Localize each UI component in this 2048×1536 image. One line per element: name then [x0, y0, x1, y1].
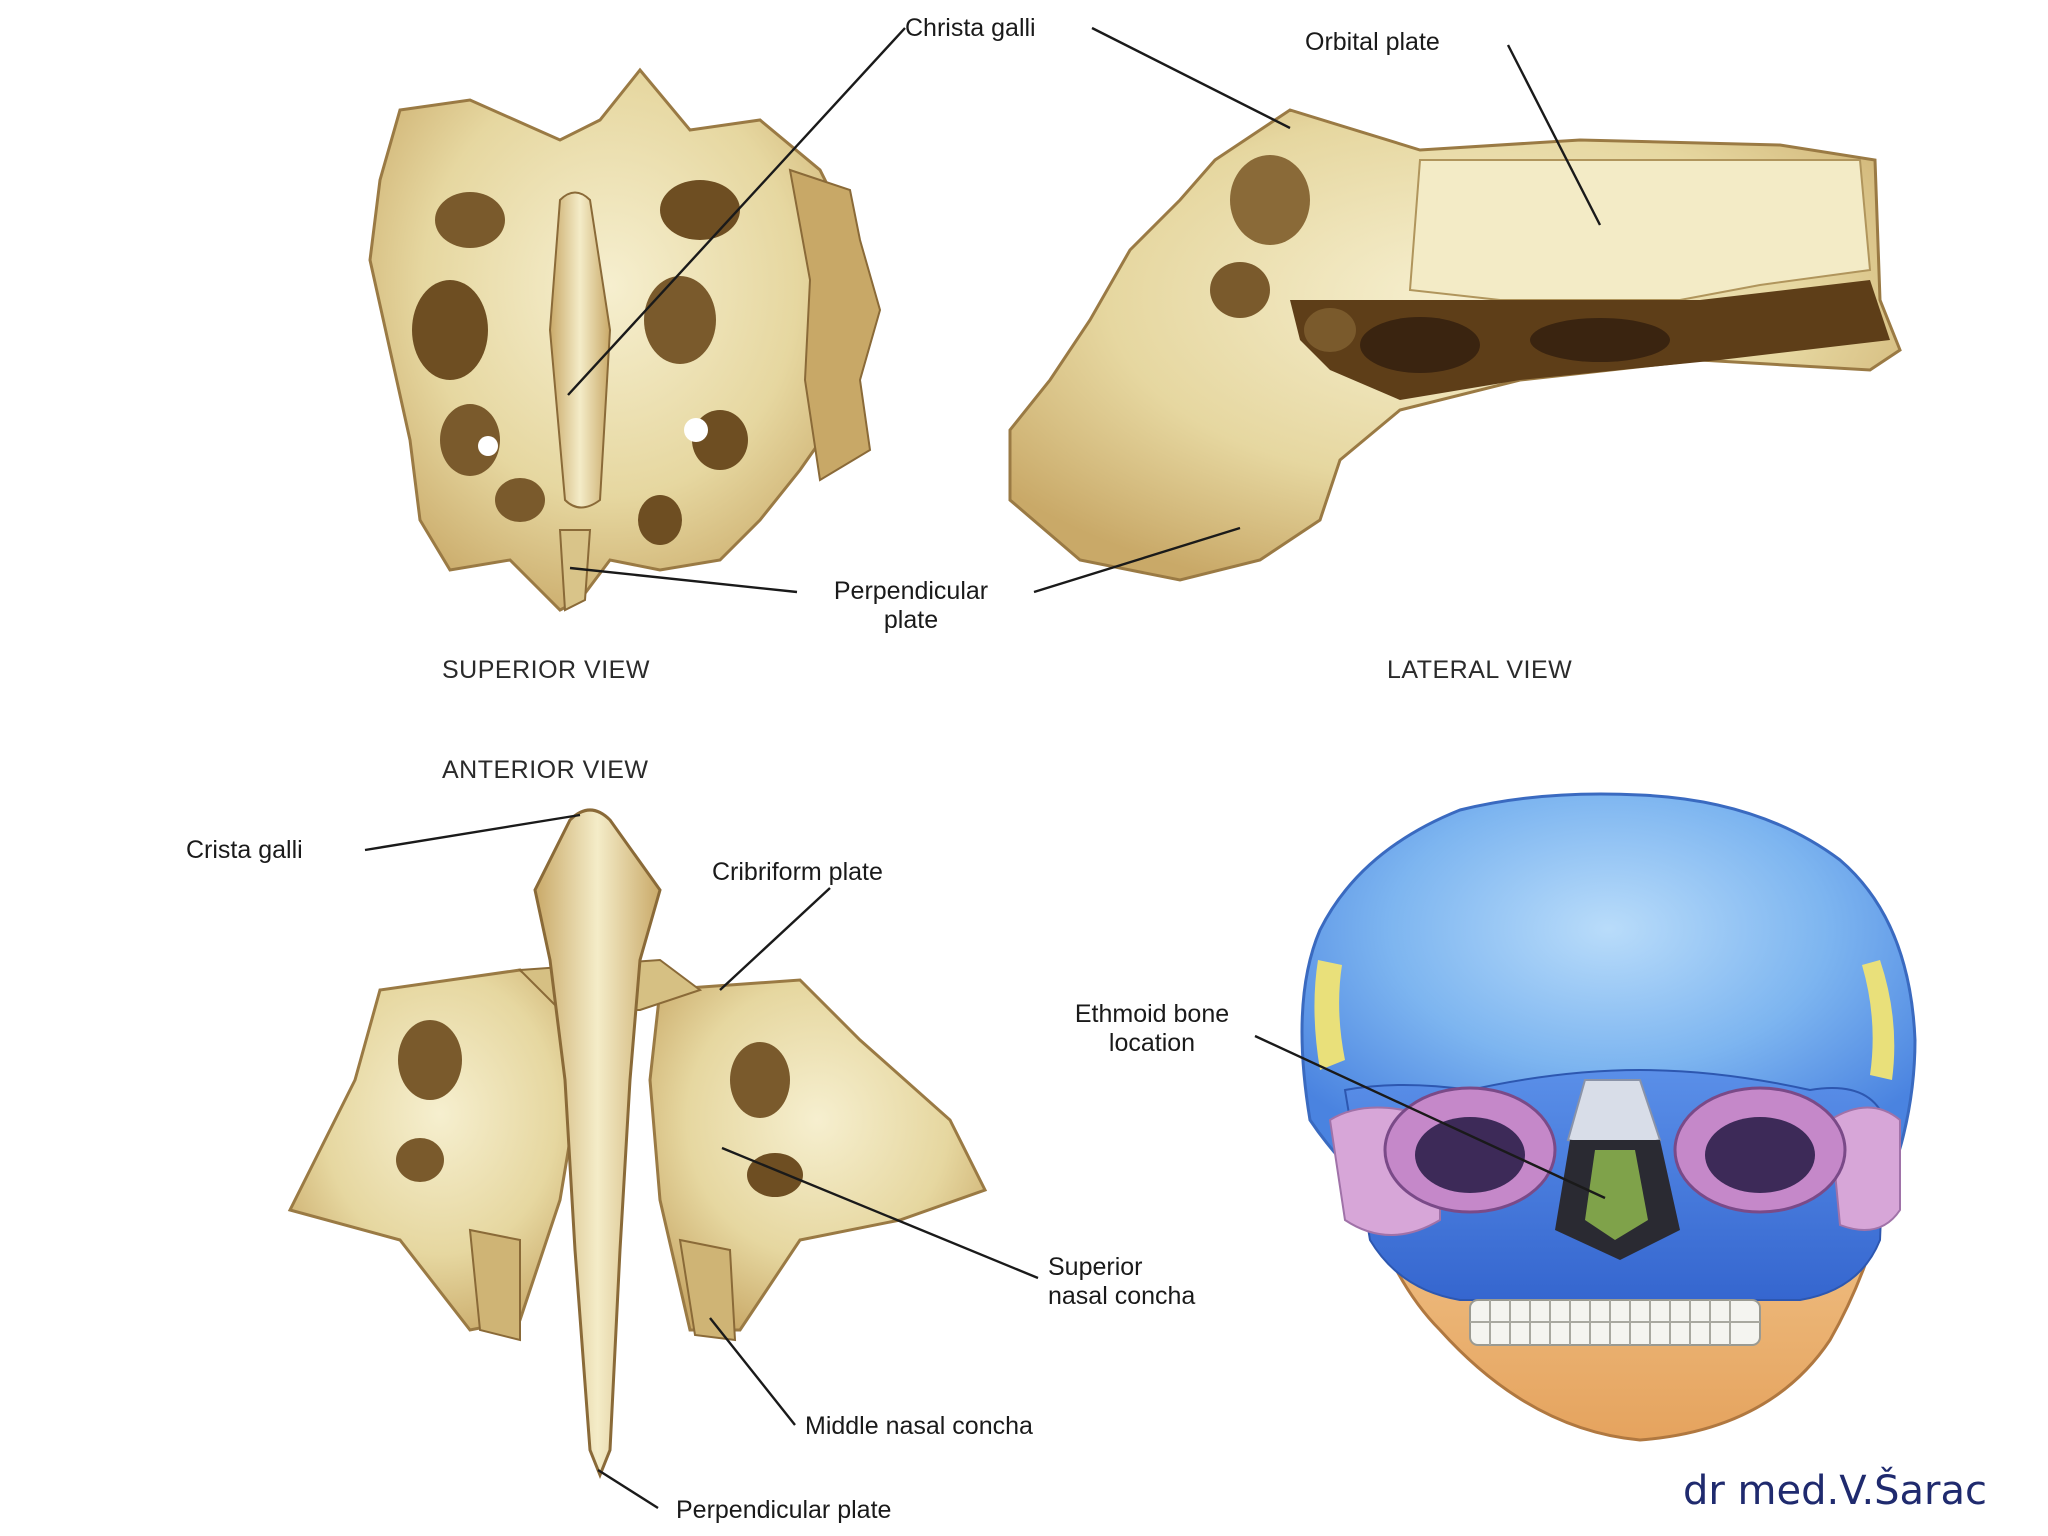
leader-christa-galli-superior	[567, 27, 906, 396]
label-middle-nasal-concha: Middle nasal concha	[805, 1412, 1033, 1440]
label-ethmoid-location-line2: location	[1108, 1029, 1196, 1057]
lateral-view-bone	[1008, 108, 1902, 582]
label-superior-nasal-concha-line1: Superior	[1048, 1253, 1143, 1281]
leader-perpendicular-superior	[569, 566, 798, 594]
label-cribriform-plate: Cribriform plate	[712, 858, 883, 886]
leader-perpendicular-anterior	[597, 1468, 659, 1510]
leader-orbital-plate	[1506, 44, 1602, 226]
superior-view-bone	[368, 67, 882, 612]
leader-cribriform-plate	[719, 887, 831, 991]
label-ethmoid-location-line1: Ethmoid bone	[1074, 1000, 1230, 1028]
leader-christa-galli-lateral	[1091, 26, 1291, 130]
label-orbital-plate: Orbital plate	[1305, 28, 1440, 56]
label-superior-nasal-concha: Superior nasal concha	[1048, 1253, 1195, 1311]
author-credit: dr med.V.Šarac	[1683, 1468, 1988, 1514]
view-title-lateral: LATERAL VIEW	[1387, 656, 1573, 684]
leader-superior-nasal-concha	[721, 1146, 1039, 1280]
label-perpendicular-plate-top-line1: Perpendicular	[833, 577, 989, 605]
leader-ethmoid-location	[1254, 1034, 1606, 1200]
view-title-superior: SUPERIOR VIEW	[442, 656, 650, 684]
leader-middle-nasal-concha	[709, 1317, 796, 1426]
leader-perpendicular-lateral	[1033, 526, 1241, 594]
label-ethmoid-bone-location: Ethmoid bone location	[1032, 1000, 1272, 1058]
leader-crista-galli-anterior	[364, 813, 581, 852]
view-title-anterior: ANTERIOR VIEW	[442, 756, 649, 784]
label-perpendicular-plate-top-line2: plate	[883, 606, 939, 634]
label-crista-galli: Crista galli	[186, 836, 303, 864]
label-perpendicular-plate-bottom: Perpendicular plate	[676, 1496, 892, 1524]
label-superior-nasal-concha-line2: nasal concha	[1048, 1282, 1196, 1310]
label-christa-galli: Christa galli	[905, 14, 1036, 42]
teeth	[1469, 1299, 1761, 1346]
leader-lines	[364, 26, 1606, 1510]
skull-illustration	[1300, 792, 1917, 1442]
anterior-view-bone	[287, 808, 988, 1480]
label-perpendicular-plate-top: Perpendicular plate	[798, 577, 1024, 635]
